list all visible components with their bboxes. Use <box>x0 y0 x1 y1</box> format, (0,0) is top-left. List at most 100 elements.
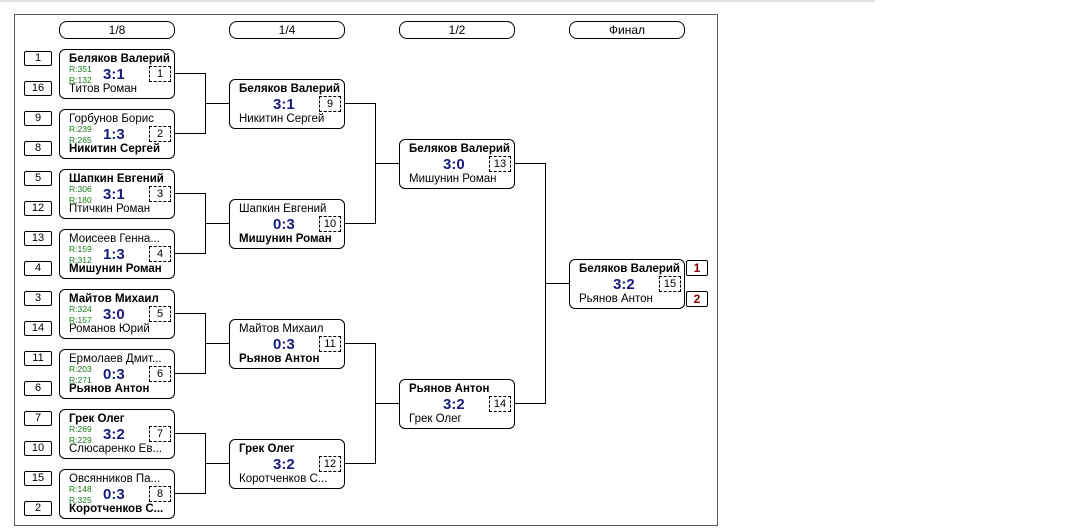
seed-badge: 9 <box>24 111 52 126</box>
player-bottom[interactable]: Мишунин Роман <box>409 173 497 185</box>
player-bottom[interactable]: Коротченков С... <box>239 473 328 485</box>
player-bottom[interactable]: Мишунин Роман <box>239 233 332 245</box>
match-number: 11 <box>319 336 341 352</box>
match-number: 12 <box>319 456 341 472</box>
place-second-badge: 2 <box>686 291 708 307</box>
match-score: 3:1 <box>103 66 125 83</box>
player-top[interactable]: Горбунов Борис <box>69 113 154 125</box>
round-header-1-4: 1/4 <box>229 21 345 39</box>
match-score: 0:3 <box>273 216 295 233</box>
match-card[interactable]: Грек Олег R:269 R:229 3:2 7 Слюсаренко Е… <box>59 409 175 459</box>
player-top[interactable]: Беляков Валерий <box>409 143 510 155</box>
player-bottom[interactable]: Никитин Сергей <box>239 113 325 125</box>
round-header-final: Финал <box>569 21 685 39</box>
player-bottom[interactable]: Рьянов Антон <box>69 383 150 395</box>
player-top[interactable]: Моисеев Генна... <box>69 233 160 245</box>
player-bottom[interactable]: Романов Юрий <box>69 323 150 335</box>
rating-bottom: R:271 <box>69 375 92 385</box>
match-number: 9 <box>319 96 341 112</box>
match-score: 3:2 <box>613 276 635 293</box>
match-score: 3:2 <box>273 456 295 473</box>
seed-badge: 1 <box>24 51 52 66</box>
seed-badge: 4 <box>24 261 52 276</box>
rating-top: R:239 <box>69 124 92 134</box>
match-card[interactable]: Майтов Михаил 0:3 11 Рьянов Антон <box>229 319 345 369</box>
rating-bottom: R:229 <box>69 435 92 445</box>
seed-badge: 6 <box>24 381 52 396</box>
match-card[interactable]: Горбунов Борис R:239 R:265 1:3 2 Никитин… <box>59 109 175 159</box>
match-card[interactable]: Беляков Валерий 3:0 13 Мишунин Роман <box>399 139 515 189</box>
rating-top: R:148 <box>69 484 92 494</box>
rating-top: R:324 <box>69 304 92 314</box>
match-card[interactable]: Ермолаев Дмит... R:203 R:271 0:3 6 Рьяно… <box>59 349 175 399</box>
rating-top: R:351 <box>69 64 92 74</box>
player-bottom[interactable]: Мишунин Роман <box>69 263 162 275</box>
seed-badge: 15 <box>24 471 52 486</box>
player-bottom[interactable]: Никитин Сергей <box>69 143 161 155</box>
rating-top: R:159 <box>69 244 92 254</box>
match-number: 6 <box>149 366 171 382</box>
match-card[interactable]: Шапкин Евгений 0:3 10 Мишунин Роман <box>229 199 345 249</box>
place-first-badge: 1 <box>686 260 708 276</box>
match-score: 0:3 <box>103 366 125 383</box>
player-bottom[interactable]: Слюсаренко Ев... <box>69 443 163 455</box>
match-score: 3:2 <box>103 426 125 443</box>
seed-badge: 3 <box>24 291 52 306</box>
player-top[interactable]: Шапкин Евгений <box>239 203 327 215</box>
player-bottom[interactable]: Коротченков С... <box>69 503 164 515</box>
match-score: 0:3 <box>103 486 125 503</box>
player-bottom[interactable]: Грек Олег <box>409 413 462 425</box>
player-top[interactable]: Беляков Валерий <box>239 83 340 95</box>
match-score: 0:3 <box>273 336 295 353</box>
player-bottom[interactable]: Рьянов Антон <box>239 353 320 365</box>
player-top[interactable]: Ермолаев Дмит... <box>69 353 162 365</box>
rating-bottom: R:265 <box>69 135 92 145</box>
match-number: 1 <box>149 66 171 82</box>
player-top[interactable]: Шапкин Евгений <box>69 173 164 185</box>
player-top[interactable]: Майтов Михаил <box>239 323 324 335</box>
match-card[interactable]: Беляков Валерий R:351 R:132 3:1 1 Титов … <box>59 49 175 99</box>
match-number: 3 <box>149 186 171 202</box>
player-top[interactable]: Майтов Михаил <box>69 293 159 305</box>
match-card[interactable]: Майтов Михаил R:324 R:157 3:0 5 Романов … <box>59 289 175 339</box>
match-score: 3:1 <box>103 186 125 203</box>
player-top[interactable]: Беляков Валерий <box>579 263 680 275</box>
rating-top: R:203 <box>69 364 92 374</box>
seed-badge: 2 <box>24 501 52 516</box>
match-card[interactable]: Беляков Валерий 3:1 9 Никитин Сергей <box>229 79 345 129</box>
match-card[interactable]: Шапкин Евгений R:306 R:180 3:1 3 Птичкин… <box>59 169 175 219</box>
seed-badge: 11 <box>24 351 52 366</box>
player-top[interactable]: Грек Олег <box>239 443 295 455</box>
player-top[interactable]: Рьянов Антон <box>409 383 490 395</box>
seed-badge: 8 <box>24 141 52 156</box>
match-number: 7 <box>149 426 171 442</box>
match-score: 3:1 <box>273 96 295 113</box>
rating-bottom: R:325 <box>69 495 92 505</box>
player-top[interactable]: Овсянников Па... <box>69 473 161 485</box>
player-bottom[interactable]: Рьянов Антон <box>579 293 653 305</box>
final-match-card[interactable]: Беляков Валерий 3:2 15 Рьянов Антон <box>569 259 685 309</box>
seed-badge: 7 <box>24 411 52 426</box>
rating-top: R:306 <box>69 184 92 194</box>
match-card[interactable]: Овсянников Па... R:148 R:325 0:3 8 Корот… <box>59 469 175 519</box>
rating-top: R:269 <box>69 424 92 434</box>
match-score: 1:3 <box>103 126 125 143</box>
round-header-1-8: 1/8 <box>59 21 175 39</box>
match-card[interactable]: Грек Олег 3:2 12 Коротченков С... <box>229 439 345 489</box>
rating-bottom: R:157 <box>69 315 92 325</box>
player-bottom[interactable]: Титов Роман <box>69 83 137 95</box>
match-number: 5 <box>149 306 171 322</box>
round-header-1-2: 1/2 <box>399 21 515 39</box>
match-card[interactable]: Рьянов Антон 3:2 14 Грек Олег <box>399 379 515 429</box>
player-bottom[interactable]: Птичкин Роман <box>69 203 151 215</box>
match-number: 10 <box>319 216 341 232</box>
player-top[interactable]: Беляков Валерий <box>69 53 170 65</box>
top-separator <box>0 0 875 2</box>
match-number: 4 <box>149 246 171 262</box>
match-number: 15 <box>659 276 681 292</box>
match-score: 3:2 <box>443 396 465 413</box>
player-top[interactable]: Грек Олег <box>69 413 125 425</box>
match-card[interactable]: Моисеев Генна... R:159 R:312 1:3 4 Мишун… <box>59 229 175 279</box>
seed-badge: 13 <box>24 231 52 246</box>
